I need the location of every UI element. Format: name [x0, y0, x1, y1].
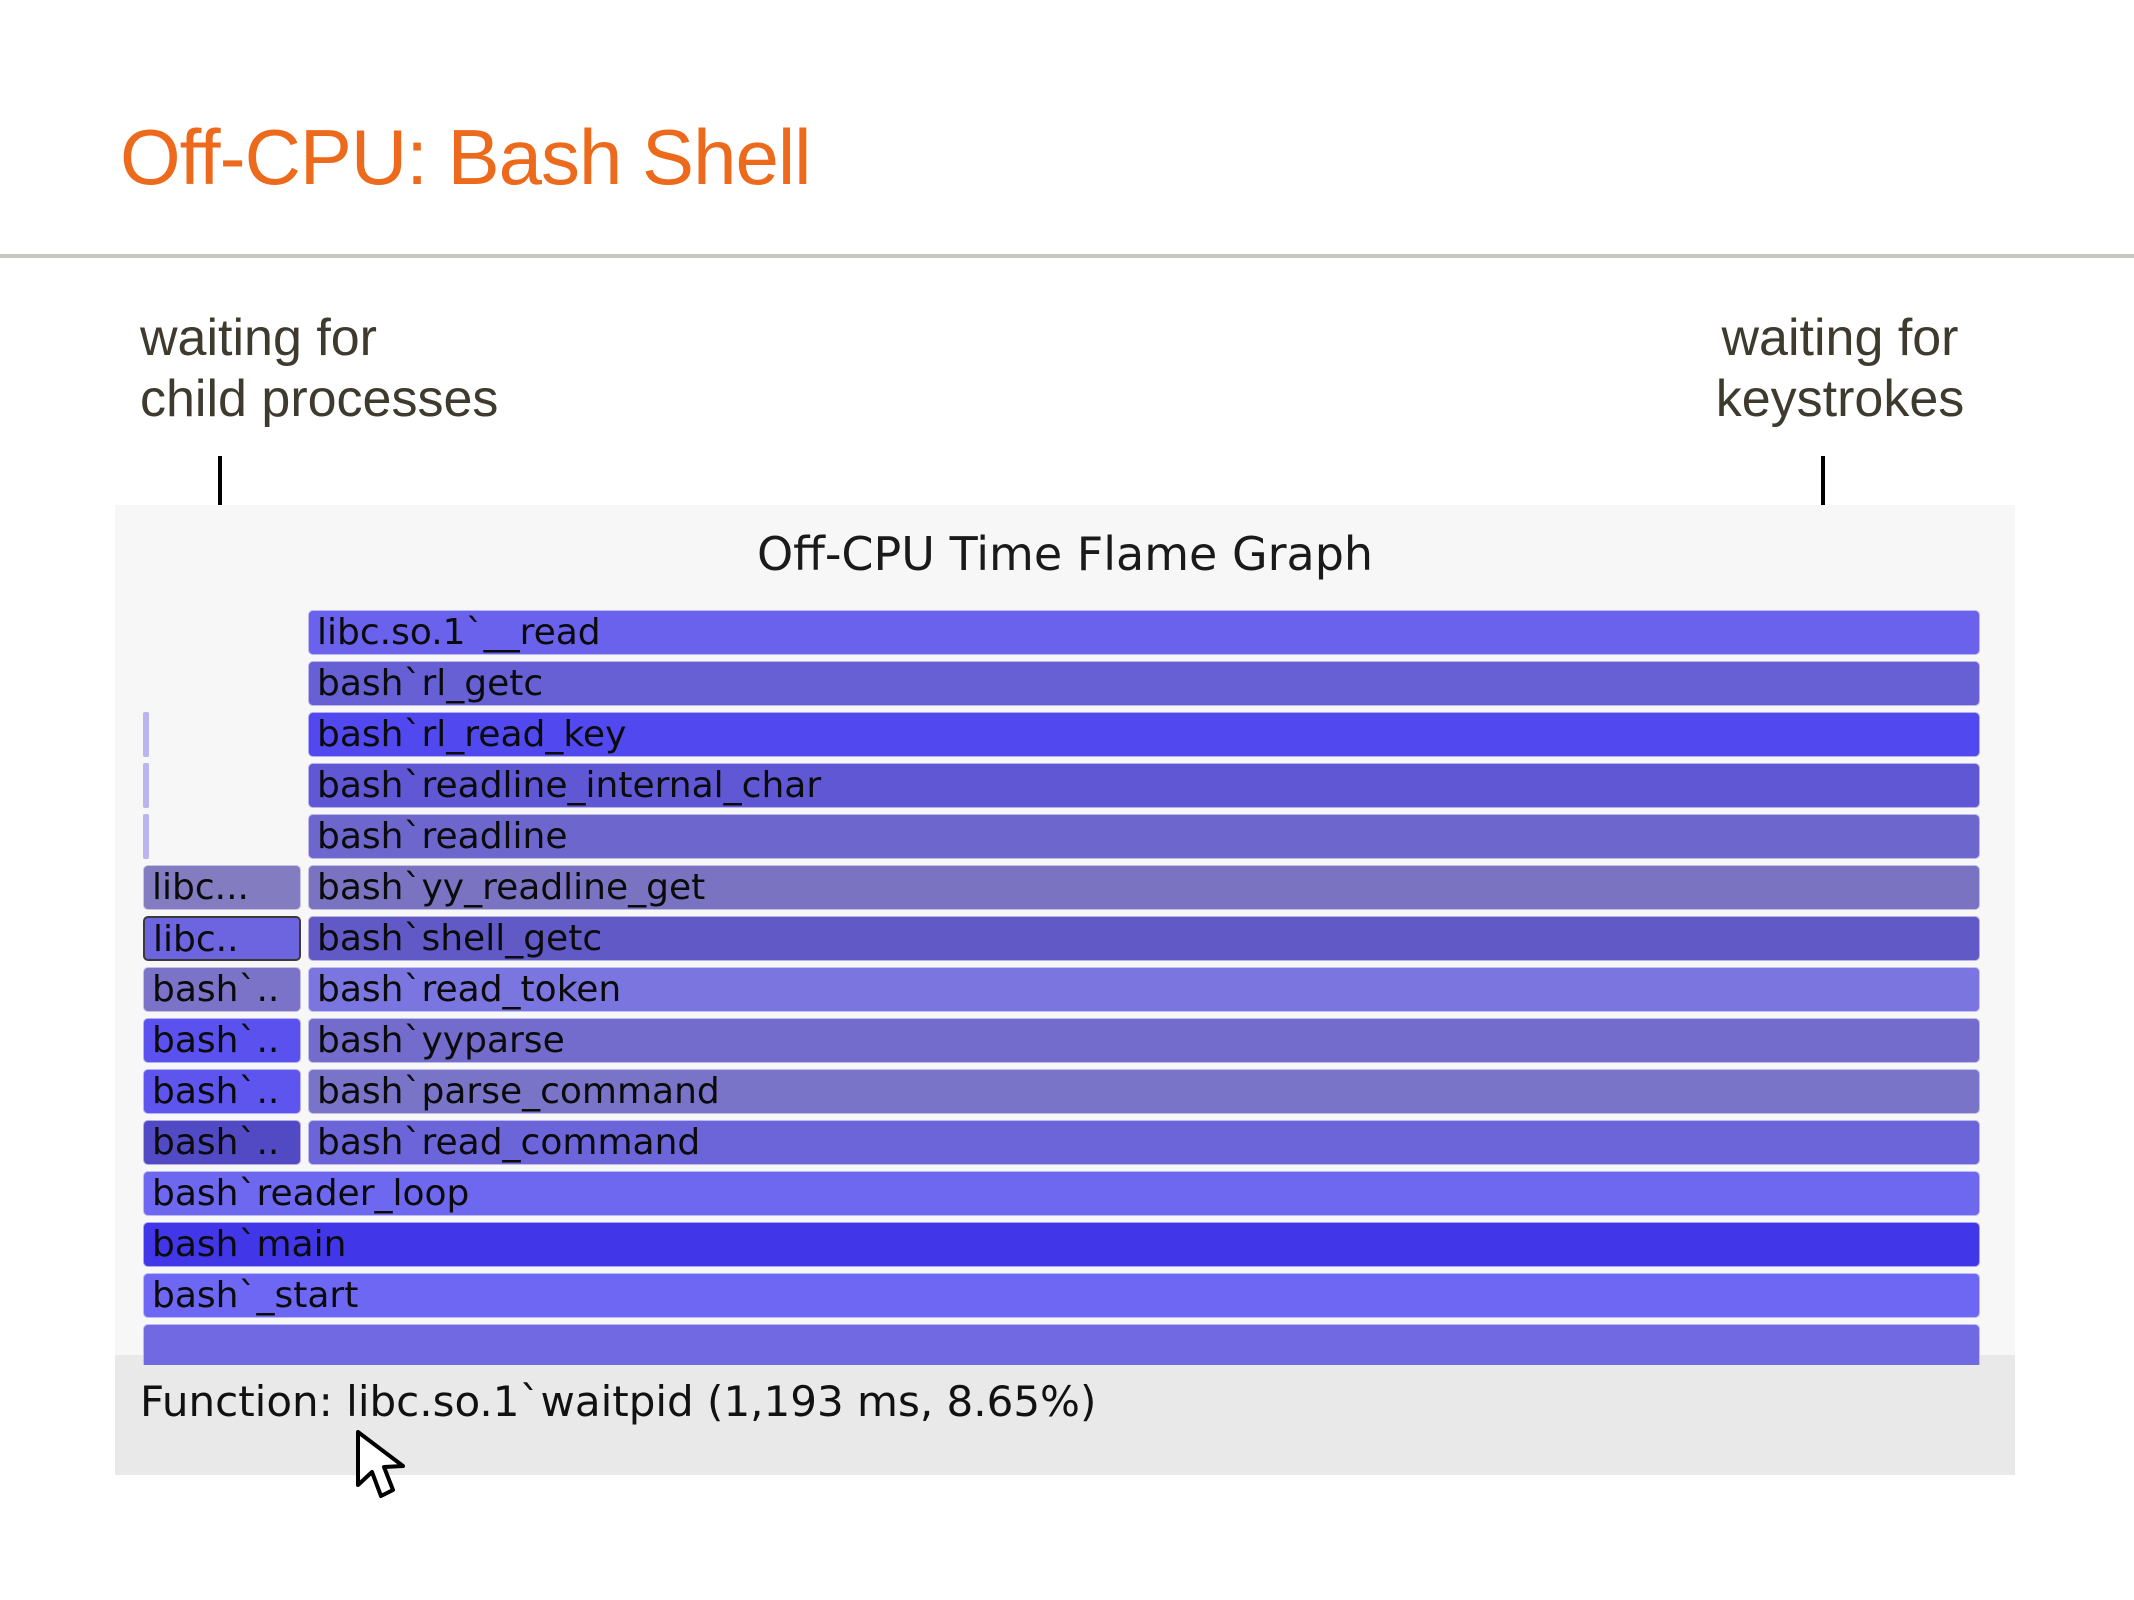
flamegraph-frame[interactable] [143, 1324, 1980, 1369]
flamegraph-title: Off-CPU Time Flame Graph [756, 527, 1374, 581]
flamegraph-row: bash`..bash`parse_command [115, 1069, 2015, 1120]
flamegraph-row: bash`..bash`read_token [115, 967, 2015, 1018]
flamegraph-status-bar: Function: libc.so.1`waitpid (1,193 ms, 8… [115, 1365, 2015, 1475]
flamegraph-row: bash`readline_internal_char [115, 763, 2015, 814]
flamegraph-row: bash`..bash`read_command [115, 1120, 2015, 1171]
flamegraph-frame[interactable]: libc... [143, 865, 301, 910]
flamegraph-frame[interactable]: bash`.. [143, 1069, 301, 1114]
flamegraph-frame[interactable]: libc.so.1`__read [308, 610, 1980, 655]
flamegraph-frame[interactable]: bash`.. [143, 1018, 301, 1063]
flamegraph-row: bash`rl_read_key [115, 712, 2015, 763]
title-divider [0, 254, 2134, 258]
flamegraph-frame[interactable]: libc.. [143, 916, 301, 961]
flamegraph-frame[interactable]: bash`main [143, 1222, 1980, 1267]
flamegraph-frame[interactable]: bash`parse_command [308, 1069, 1980, 1114]
flamegraph-frame[interactable] [143, 814, 149, 859]
flamegraph-row: libc.so.1`__read [115, 610, 2015, 661]
annotation-waiting-for-child-processes: waiting for child processes [140, 309, 499, 429]
flamegraph-frame[interactable]: bash`yy_readline_get [308, 865, 1980, 910]
flamegraph-row: bash`rl_getc [115, 661, 2015, 712]
flamegraph-panel: Off-CPU Time Flame Graph libc.so.1`__rea… [115, 505, 2015, 1498]
flamegraph-frame[interactable]: bash`.. [143, 967, 301, 1012]
flamegraph-row: bash`_start [115, 1273, 2015, 1324]
annotation-waiting-for-keystrokes: waiting for keystrokes [1715, 309, 1965, 429]
flamegraph-frame[interactable] [143, 712, 149, 757]
flamegraph-frame[interactable]: bash`rl_getc [308, 661, 1980, 706]
page-title: Off-CPU: Bash Shell [120, 113, 812, 201]
flamegraph-frame[interactable]: bash`_start [143, 1273, 1980, 1318]
flamegraph-frame[interactable]: bash`rl_read_key [308, 712, 1980, 757]
flamegraph-canvas[interactable]: Off-CPU Time Flame Graph libc.so.1`__rea… [115, 505, 2015, 1369]
flamegraph-rows: libc.so.1`__read bash`rl_getc bash`rl_read… [115, 610, 2015, 1375]
flamegraph-row: bash`readline [115, 814, 2015, 865]
flamegraph-row: bash`reader_loop [115, 1171, 2015, 1222]
flamegraph-frame[interactable]: bash`readline_internal_char [308, 763, 1980, 808]
flamegraph-row: libc..bash`shell_getc [115, 916, 2015, 967]
flamegraph-frame[interactable]: bash`read_token [308, 967, 1980, 1012]
status-function-text: Function: libc.so.1`waitpid (1,193 ms, 8… [140, 1377, 1097, 1426]
flamegraph-row: libc...bash`yy_readline_get [115, 865, 2015, 916]
flamegraph-row [115, 1324, 2015, 1375]
flamegraph-frame[interactable]: bash`reader_loop [143, 1171, 1980, 1216]
flamegraph-row: bash`main [115, 1222, 2015, 1273]
flamegraph-frame[interactable]: bash`yyparse [308, 1018, 1980, 1063]
flamegraph-frame[interactable]: bash`read_command [308, 1120, 1980, 1165]
flamegraph-row: bash`..bash`yyparse [115, 1018, 2015, 1069]
flamegraph-frame[interactable] [143, 763, 149, 808]
flamegraph-frame[interactable]: bash`readline [308, 814, 1980, 859]
flamegraph-frame[interactable]: bash`shell_getc [308, 916, 1980, 961]
flamegraph-frame[interactable]: bash`.. [143, 1120, 301, 1165]
